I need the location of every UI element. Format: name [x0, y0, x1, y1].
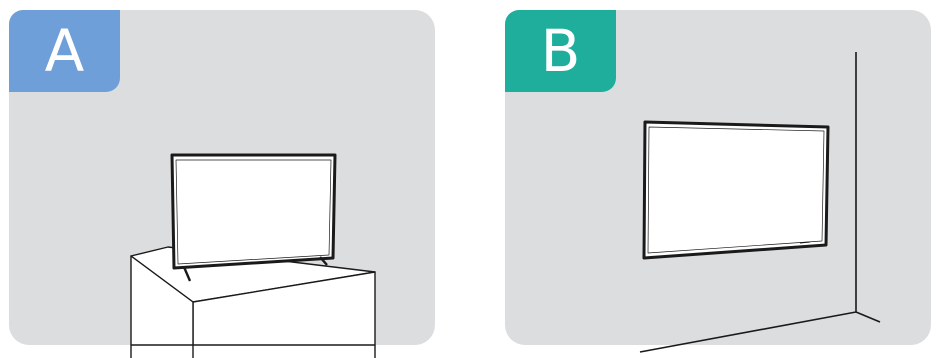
- tv-wall-mounted-icon: [639, 52, 881, 353]
- tv-foot-left: [182, 266, 192, 282]
- room-corner: [639, 52, 881, 353]
- badge-a: A: [9, 10, 120, 92]
- wall-tv-screen: [642, 120, 830, 260]
- badge-a-label: A: [44, 17, 85, 85]
- tv-screen: [170, 153, 337, 282]
- tv-on-stand-icon: [130, 153, 376, 358]
- badge-b: B: [505, 10, 616, 92]
- tv-foot-right: [319, 256, 328, 266]
- badge-b-label: B: [540, 17, 581, 85]
